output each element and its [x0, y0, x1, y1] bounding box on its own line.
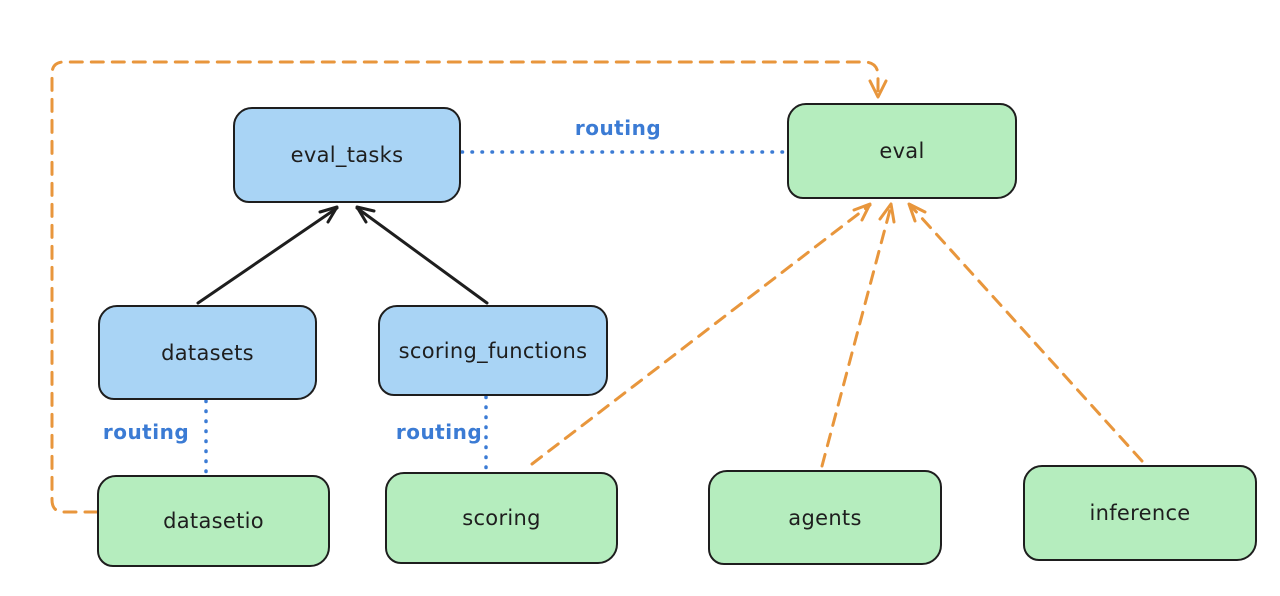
- node-eval-tasks-label: eval_tasks: [290, 143, 404, 167]
- node-eval-tasks[interactable]: eval_tasks: [233, 107, 461, 203]
- node-scoring-functions-label: scoring_functions: [398, 338, 588, 363]
- edge-label-routing-scoring-functions-scoring: routing: [395, 420, 483, 444]
- node-scoring[interactable]: scoring: [385, 472, 618, 564]
- node-scoring-label: scoring: [462, 506, 541, 530]
- edge-agents-eval: [820, 204, 893, 468]
- edge-datasets-eval-tasks: [196, 206, 339, 305]
- node-agents-label: agents: [788, 505, 862, 530]
- node-datasets[interactable]: datasets: [98, 305, 317, 400]
- edge-label-routing-eval-tasks-eval: routing: [574, 116, 662, 140]
- edge-datasetio-eval: [50, 60, 880, 514]
- edge-agents-eval-arrowhead: [878, 202, 896, 224]
- node-inference-label: inference: [1089, 501, 1191, 525]
- node-inference[interactable]: inference: [1023, 465, 1257, 561]
- edge-datasets-eval-tasks-arrowhead: [318, 205, 339, 224]
- edge-datasetio-eval-arrowhead: [868, 79, 888, 99]
- node-datasets-label: datasets: [161, 340, 254, 365]
- edge-inference-eval-arrowhead: [907, 202, 927, 223]
- node-datasetio[interactable]: datasetio: [97, 475, 330, 567]
- node-eval-label: eval: [879, 139, 925, 163]
- edge-label-routing-datasets-datasetio: routing: [102, 420, 190, 444]
- edge-scoring-functions-eval-tasks-arrowhead: [355, 205, 376, 224]
- node-scoring-functions[interactable]: scoring_functions: [378, 305, 608, 396]
- edge-inference-eval: [908, 203, 1144, 463]
- edge-scoring-eval: [530, 203, 872, 466]
- edge-scoring-eval-arrowhead: [852, 202, 872, 222]
- node-agents[interactable]: agents: [708, 470, 942, 565]
- edge-scoring-functions-eval-tasks: [355, 206, 489, 305]
- node-datasetio-label: datasetio: [163, 509, 264, 533]
- node-eval[interactable]: eval: [787, 103, 1017, 199]
